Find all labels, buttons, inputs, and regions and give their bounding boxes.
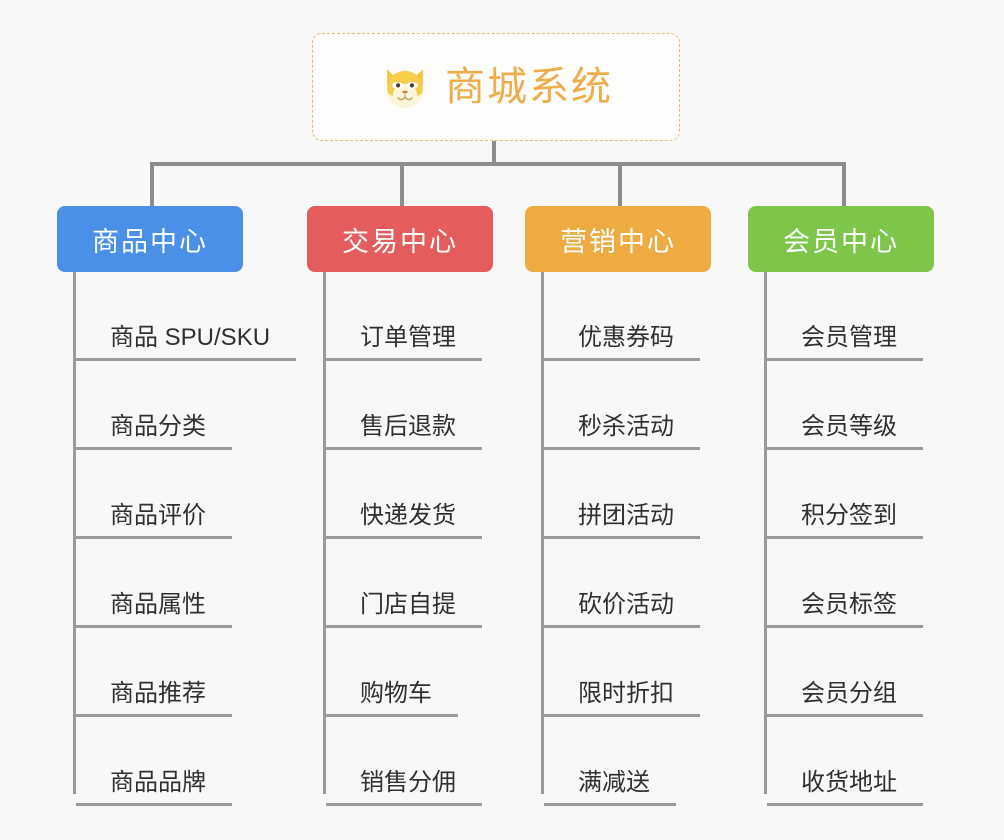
- leaf-label: 砍价活动: [544, 591, 700, 628]
- list-item[interactable]: 满减送: [541, 717, 711, 806]
- shiba-dog-face-icon: [387, 69, 423, 109]
- connector-drop-4: [842, 162, 846, 206]
- branch-column-3: 营销中心 优惠券码 秒杀活动 拼团活动 砍价活动 限时折扣 满减送: [525, 206, 711, 806]
- branch-trunk-wrap-4: 会员管理 会员等级 积分签到 会员标签 会员分组 收货地址: [764, 272, 934, 806]
- leaf-list-3: 优惠券码 秒杀活动 拼团活动 砍价活动 限时折扣 满减送: [541, 272, 711, 806]
- root-title: 商城系统: [445, 65, 613, 109]
- category-box-4[interactable]: 会员中心: [748, 206, 934, 272]
- connector-drop-1: [150, 162, 154, 206]
- leaf-list-1: 商品 SPU/SKU 商品分类 商品评价 商品属性 商品推荐 商品品牌: [73, 272, 297, 806]
- leaf-label: 购物车: [326, 680, 458, 717]
- list-item[interactable]: 积分签到: [764, 450, 934, 539]
- leaf-label: 收货地址: [767, 769, 923, 806]
- leaf-label: 商品 SPU/SKU: [76, 324, 297, 361]
- leaf-list-4: 会员管理 会员等级 积分签到 会员标签 会员分组 收货地址: [764, 272, 934, 806]
- leaf-label: 商品属性: [76, 591, 232, 628]
- list-item[interactable]: 收货地址: [764, 717, 934, 806]
- root-node[interactable]: 商城系统: [312, 33, 680, 141]
- leaf-label: 销售分佣: [326, 769, 482, 806]
- leaf-label: 订单管理: [326, 324, 482, 361]
- list-item[interactable]: 优惠券码: [541, 272, 711, 361]
- leaf-label: 会员管理: [767, 324, 923, 361]
- leaf-label: 会员等级: [767, 413, 923, 450]
- connector-drop-2: [400, 162, 404, 206]
- leaf-label: 快递发货: [326, 502, 482, 539]
- list-item[interactable]: 拼团活动: [541, 450, 711, 539]
- leaf-label: 优惠券码: [544, 324, 700, 361]
- list-item[interactable]: 快递发货: [323, 450, 493, 539]
- connector-root-stem: [492, 141, 496, 165]
- leaf-label: 积分签到: [767, 502, 923, 539]
- list-item[interactable]: 商品推荐: [73, 628, 296, 717]
- list-item[interactable]: 订单管理: [323, 272, 493, 361]
- list-item[interactable]: 售后退款: [323, 361, 493, 450]
- list-item[interactable]: 销售分佣: [323, 717, 493, 806]
- leaf-label: 会员标签: [767, 591, 923, 628]
- leaf-list-2: 订单管理 售后退款 快递发货 门店自提 购物车 销售分佣: [323, 272, 493, 806]
- leaf-label: 会员分组: [767, 680, 923, 717]
- branch-trunk-wrap-1: 商品 SPU/SKU 商品分类 商品评价 商品属性 商品推荐 商品品牌: [73, 272, 297, 806]
- connector-drop-3: [618, 162, 622, 206]
- leaf-label: 限时折扣: [544, 680, 700, 717]
- leaf-label: 商品评价: [76, 502, 232, 539]
- list-item[interactable]: 秒杀活动: [541, 361, 711, 450]
- leaf-label: 商品品牌: [76, 769, 232, 806]
- branch-trunk-2: [323, 272, 326, 794]
- branch-column-1: 商品中心 商品 SPU/SKU 商品分类 商品评价 商品属性 商品推荐 商品品牌: [57, 206, 297, 806]
- list-item[interactable]: 商品评价: [73, 450, 296, 539]
- list-item[interactable]: 会员标签: [764, 539, 934, 628]
- list-item[interactable]: 商品 SPU/SKU: [73, 272, 297, 361]
- list-item[interactable]: 会员等级: [764, 361, 934, 450]
- leaf-label: 商品推荐: [76, 680, 232, 717]
- connector-horizontal-bus: [150, 162, 846, 166]
- leaf-label: 售后退款: [326, 413, 482, 450]
- list-item[interactable]: 会员分组: [764, 628, 934, 717]
- leaf-label: 商品分类: [76, 413, 232, 450]
- leaf-label: 满减送: [544, 769, 676, 806]
- list-item[interactable]: 商品属性: [73, 539, 296, 628]
- category-box-3[interactable]: 营销中心: [525, 206, 711, 272]
- list-item[interactable]: 门店自提: [323, 539, 493, 628]
- branch-trunk-wrap-3: 优惠券码 秒杀活动 拼团活动 砍价活动 限时折扣 满减送: [541, 272, 711, 806]
- category-box-2[interactable]: 交易中心: [307, 206, 493, 272]
- leaf-label: 秒杀活动: [544, 413, 700, 450]
- branch-column-2: 交易中心 订单管理 售后退款 快递发货 门店自提 购物车 销售分佣: [307, 206, 493, 806]
- list-item[interactable]: 购物车: [323, 628, 493, 717]
- leaf-label: 拼团活动: [544, 502, 700, 539]
- branch-trunk-wrap-2: 订单管理 售后退款 快递发货 门店自提 购物车 销售分佣: [323, 272, 493, 806]
- list-item[interactable]: 商品品牌: [73, 717, 296, 806]
- branch-trunk-4: [764, 272, 767, 794]
- list-item[interactable]: 会员管理: [764, 272, 934, 361]
- branch-trunk-1: [73, 272, 76, 794]
- list-item[interactable]: 商品分类: [73, 361, 296, 450]
- leaf-label: 门店自提: [326, 591, 482, 628]
- branch-column-4: 会员中心 会员管理 会员等级 积分签到 会员标签 会员分组 收货地址: [748, 206, 934, 806]
- branch-trunk-3: [541, 272, 544, 794]
- list-item[interactable]: 限时折扣: [541, 628, 711, 717]
- list-item[interactable]: 砍价活动: [541, 539, 711, 628]
- category-box-1[interactable]: 商品中心: [57, 206, 243, 272]
